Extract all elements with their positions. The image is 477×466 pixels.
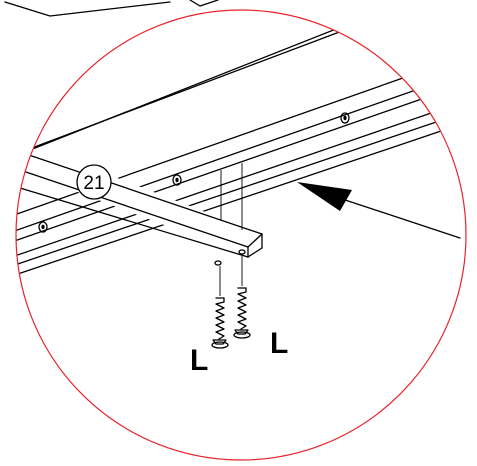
step-number: 21 bbox=[83, 173, 104, 194]
step-badge: 21 bbox=[76, 164, 112, 200]
rail-hole bbox=[38, 221, 48, 233]
screw-label-left: L bbox=[190, 344, 208, 377]
rail-hole bbox=[340, 112, 350, 124]
screw-icon bbox=[211, 266, 229, 349]
rail-holes bbox=[38, 112, 350, 233]
screw-icon bbox=[233, 256, 251, 339]
partial-top-drawing bbox=[4, 0, 219, 17]
guide-lines bbox=[220, 163, 243, 230]
slat-holes bbox=[214, 249, 246, 266]
rail-hole bbox=[172, 174, 182, 186]
screw-label-right: L bbox=[270, 327, 288, 360]
detail-circle bbox=[15, 9, 467, 461]
side-rail bbox=[16, 10, 461, 281]
insertion-arrow bbox=[297, 182, 461, 239]
